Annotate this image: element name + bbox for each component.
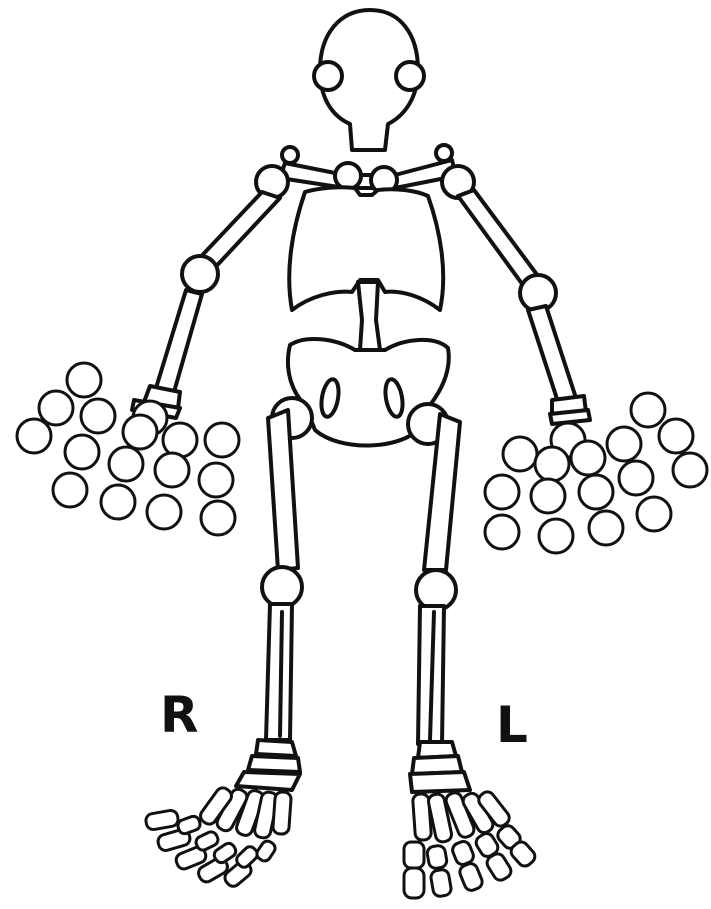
right-ear-joint (314, 62, 342, 90)
right-foot (145, 740, 300, 889)
head (314, 10, 424, 150)
right-side-label: R (160, 690, 199, 740)
right-elbow-joint (182, 256, 218, 292)
spine (358, 282, 380, 350)
left-foot (404, 742, 538, 898)
right-arm (132, 192, 280, 418)
left-forearm (528, 306, 576, 402)
right-hand-bones (17, 363, 239, 535)
left-hand-bones (485, 393, 707, 553)
shoulder-girdle (256, 145, 474, 198)
left-arm (458, 190, 590, 424)
left-ear-joint (396, 62, 424, 90)
right-forearm (156, 290, 202, 392)
left-leg (408, 404, 460, 744)
sternum-joint-right (335, 163, 361, 189)
right-knee-joint (262, 567, 302, 607)
right-leg (262, 398, 312, 740)
left-elbow-joint (520, 275, 556, 311)
left-side-label: L (496, 700, 528, 750)
